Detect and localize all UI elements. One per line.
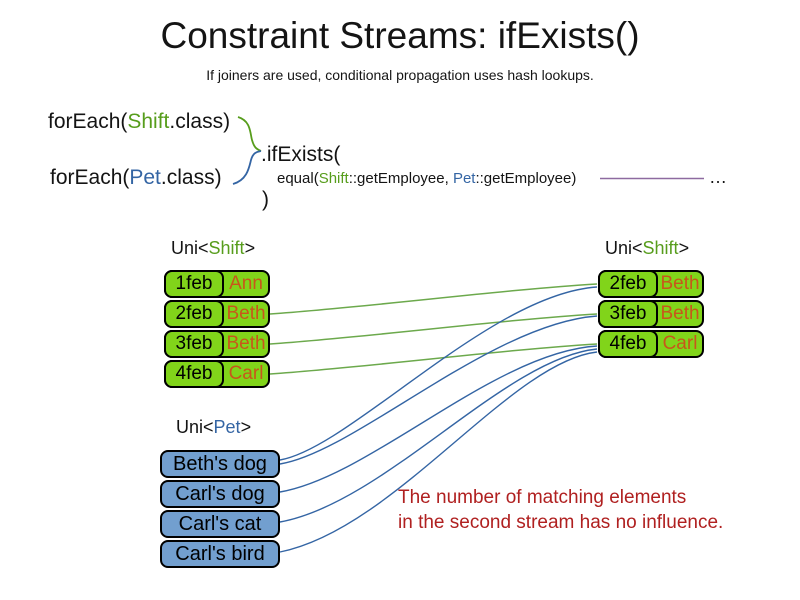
pet-row-beths-dog: Beth's dog	[160, 450, 280, 478]
shift-class-token: Shift	[208, 238, 245, 258]
right-shift-table: 2feb Beth 3feb Beth 4feb Carl	[598, 270, 704, 358]
shift-date: 4feb	[164, 360, 224, 388]
connector-shift-2feb	[269, 283, 598, 315]
annotation-line2: in the second stream has no influence.	[398, 512, 724, 533]
pet-class-token: Pet	[452, 170, 476, 187]
shift-class-token: Shift	[642, 238, 679, 258]
shift-row-1feb: 1feb Ann	[164, 270, 270, 298]
connector-shift-4feb	[269, 343, 598, 375]
pet-class-token: Pet	[129, 166, 161, 189]
code-foreach-pet: forEach(Pet.class)	[50, 166, 222, 190]
code-text: ::getEmployee,	[348, 170, 453, 187]
shift-date: 3feb	[598, 300, 658, 328]
pet-class-token: Pet	[213, 417, 241, 437]
left-shift-table: 1feb Ann 2feb Beth 3feb Beth 4feb Carl	[164, 270, 270, 388]
pet-row-carls-bird: Carl's bird	[160, 540, 280, 568]
uni-shift-left-label: Uni<Shift>	[171, 238, 255, 259]
connector-shift-3feb	[269, 313, 598, 345]
connector-carls-dog-4feb	[279, 345, 598, 493]
shift-row-2feb: 2feb Beth	[598, 270, 704, 298]
shift-date: 2feb	[164, 300, 224, 328]
shift-row-2feb: 2feb Beth	[164, 300, 270, 328]
shift-date: 1feb	[164, 270, 224, 298]
shift-row-4feb: 4feb Carl	[598, 330, 704, 358]
page-title: Constraint Streams: ifExists()	[160, 15, 640, 56]
shift-employee: Beth	[660, 273, 700, 294]
code-text: .class)	[160, 166, 222, 189]
shift-employee: Beth	[226, 303, 266, 324]
label-text: Uni<	[171, 238, 209, 258]
connector-beths-dog-3feb	[279, 315, 598, 465]
shift-date: 2feb	[598, 270, 658, 298]
pet-table: Beth's dog Carl's dog Carl's cat Carl's …	[160, 450, 280, 568]
code-text: forEach(	[48, 110, 128, 133]
code-text: .class)	[169, 110, 231, 133]
pet-row-carls-cat: Carl's cat	[160, 510, 280, 538]
shift-employee: Carl	[662, 333, 698, 354]
page-subtitle: If joiners are used, conditional propaga…	[206, 67, 594, 83]
shift-date: 3feb	[164, 330, 224, 358]
brace-top-shift	[237, 116, 262, 152]
annotation-note: The number of matching elements in the s…	[398, 485, 723, 535]
shift-row-4feb: 4feb Carl	[164, 360, 270, 388]
shift-employee: Beth	[226, 333, 266, 354]
brace-bottom-pet	[232, 150, 262, 185]
shift-date: 4feb	[598, 330, 658, 358]
code-text: equal(	[277, 170, 319, 187]
shift-class-token: Shift	[318, 170, 349, 187]
shift-class-token: Shift	[127, 110, 170, 133]
shift-employee: Ann	[229, 273, 263, 294]
code-close-paren: )	[262, 188, 269, 211]
code-ellipsis: …	[709, 167, 729, 187]
label-text: Uni<	[176, 417, 214, 437]
shift-employee: Beth	[660, 303, 700, 324]
annotation-line1: The number of matching elements	[398, 487, 687, 508]
pet-row-carls-dog: Carl's dog	[160, 480, 280, 508]
label-text: >	[244, 238, 256, 258]
shift-row-3feb: 3feb Beth	[598, 300, 704, 328]
label-text: >	[678, 238, 690, 258]
uni-pet-label: Uni<Pet>	[176, 417, 251, 438]
code-text: ::getEmployee)	[475, 170, 577, 187]
shift-row-3feb: 3feb Beth	[164, 330, 270, 358]
code-foreach-shift: forEach(Shift.class)	[48, 110, 230, 134]
code-ifexists: .ifExists(	[261, 143, 341, 166]
code-text: forEach(	[50, 166, 130, 189]
connector-beths-dog-2feb	[279, 286, 598, 461]
code-equal-joiner: equal(Shift::getEmployee, Pet::getEmploy…	[277, 170, 576, 187]
label-text: Uni<	[605, 238, 643, 258]
uni-shift-right-label: Uni<Shift>	[605, 238, 689, 259]
label-text: >	[240, 417, 252, 437]
shift-employee: Carl	[228, 363, 264, 384]
